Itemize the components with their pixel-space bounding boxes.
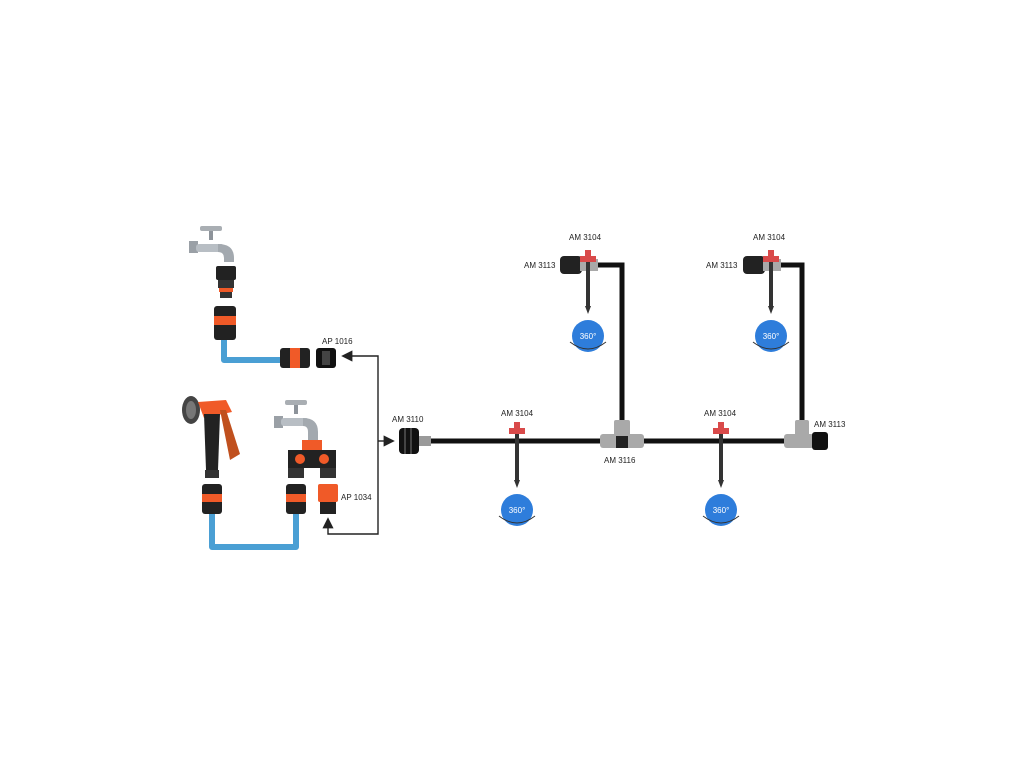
y-splitter-icon [288,440,336,478]
label-am3113: AM 3113 [814,420,846,429]
label-am3104: AM 3104 [753,233,786,242]
tap-adapter [216,266,236,298]
spray-pattern-icon: 360° [498,494,536,526]
spray-angle-label: 360° [580,332,597,341]
sprinkler-icon [713,422,729,488]
label-am3110: AM 3110 [392,415,424,424]
water-tap-icon [189,226,234,262]
spray-angle-label: 360° [713,506,730,515]
label-am3104: AM 3104 [704,409,737,418]
quick-connector-icon [214,306,236,340]
label-am3113: AM 3113 [524,261,556,270]
sprinkler-icon [763,250,779,314]
adapter-ap1034 [318,484,338,514]
label-am3104: AM 3104 [569,233,602,242]
spray-pattern-icon: 360° [752,320,790,352]
spray-angle-label: 360° [509,506,526,515]
hose-upper [221,338,282,363]
adapter-ap1016 [316,348,336,368]
spray-pattern-icon: 360° [569,320,607,352]
sprinkler-icon [509,422,525,488]
spray-pattern-icon: 360° [702,494,740,526]
quick-connector-icon [202,484,222,514]
spray-gun-icon [182,396,240,478]
label-am3113: AM 3113 [706,261,738,270]
tee-connector-am3116 [600,420,644,448]
main-pipe [420,262,826,444]
label-am3116: AM 3116 [604,456,636,465]
hose-lower [209,514,299,550]
label-am3104: AM 3104 [501,409,534,418]
quick-connector-icon [280,348,310,368]
quick-connector-icon [286,484,306,514]
spray-angle-label: 360° [763,332,780,341]
sprinkler-icon [580,250,596,314]
label-ap1034: AP 1034 [341,493,372,502]
hose-end-am3110 [399,428,431,454]
label-ap1016: AP 1016 [322,337,353,346]
arrow-connector [322,350,395,535]
end-cap-am3113 [784,420,828,450]
water-tap-icon [274,400,318,440]
